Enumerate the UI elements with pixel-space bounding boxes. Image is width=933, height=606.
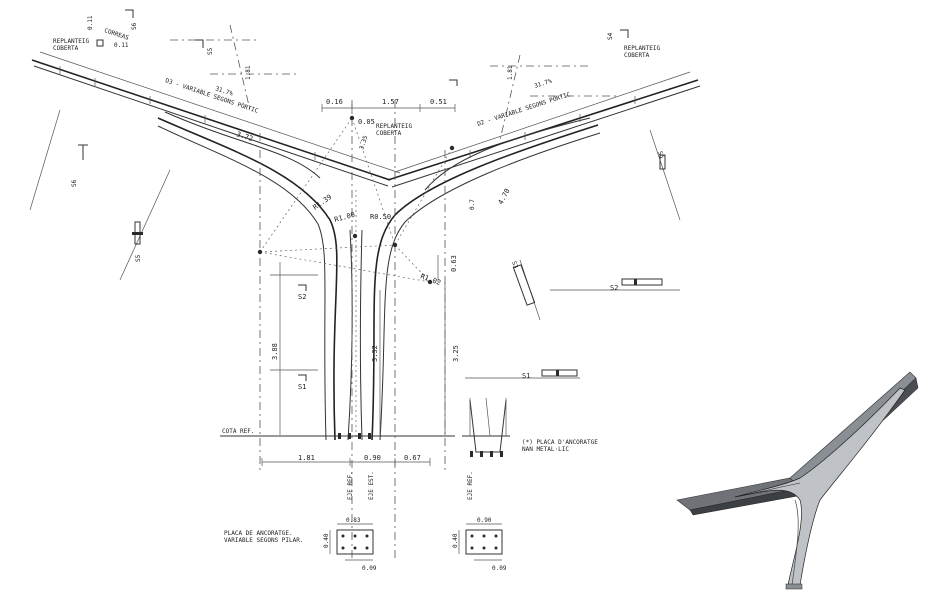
correas-label: CORREAS [103, 27, 130, 42]
plate1-width: 0.83 [346, 517, 361, 524]
anchor-plate-1 [329, 523, 374, 561]
dim-470: 4.70 [497, 187, 512, 206]
dim-063: 0.63 [450, 255, 458, 272]
dim-335: 3.35 [358, 134, 369, 150]
anchor-plate-2 [458, 523, 503, 561]
dim-181: 1.81 [298, 454, 315, 462]
r102: R1.02 [419, 272, 442, 287]
s6-left: S6 [71, 179, 78, 187]
coberta-center: COBERTA [376, 130, 402, 137]
rise-left: 1.81 [245, 65, 252, 80]
s4-top: S4 [607, 32, 614, 40]
section-markers [78, 9, 629, 381]
corr-011-b: 0.11 [114, 42, 129, 49]
placa-note-1: (*) PLACA D'ANCORATGE [522, 439, 598, 446]
s3-right: S3 [510, 260, 519, 270]
eje-ref-a: EJE REF. [347, 471, 354, 500]
placa-title-1: PLACA DE ANCORATGE. [224, 530, 293, 537]
section-profiles [96, 39, 666, 377]
purlin-ticks [59, 66, 636, 160]
dim-157: 1.57 [382, 98, 399, 106]
dim-005: 0.05 [358, 118, 375, 126]
s6-top: S6 [131, 22, 138, 30]
r050: R0.50 [370, 213, 391, 221]
s1-right: S1 [522, 372, 530, 380]
rise-right: 1.81 [507, 65, 514, 80]
cota-ref: COTA REF. [222, 428, 255, 435]
plate1-edge: 0.09 [362, 565, 377, 572]
plate2-height: 0.40 [452, 533, 459, 548]
dim-388: 3.88 [271, 343, 279, 360]
dim-332: 3.32 [371, 345, 379, 362]
dimension-lines [261, 104, 456, 466]
dim-090: 0.90 [364, 454, 381, 462]
plate1-height: 0.40 [323, 533, 330, 548]
d2-label: D2 - VARIABLE SEGONS PÒRTIC [476, 91, 571, 128]
dim-07: 0.7 [469, 199, 476, 210]
eje-ref-b: EJE REF. [467, 471, 474, 500]
replanteig-left: REPLANTEIG [53, 38, 90, 45]
dim-372: 3.72 [235, 130, 254, 143]
s5-top: S5 [207, 47, 214, 55]
construction-lines [29, 24, 681, 560]
corr-011-a: 0.11 [87, 15, 94, 30]
left-roof-arm [31, 51, 401, 441]
s1-mid: S1 [298, 383, 306, 391]
coberta-left: COBERTA [53, 45, 79, 52]
trunk [347, 190, 363, 441]
plate2-edge: 0.09 [492, 565, 507, 572]
eje-est: EJE EST. [368, 471, 375, 500]
dim-051: 0.51 [430, 98, 447, 106]
dim-325: 3.25 [452, 345, 460, 362]
base [220, 397, 510, 457]
slope-right: 31.7% [533, 78, 553, 90]
replanteig-center: REPLANTEIG [376, 123, 413, 130]
placa-note-2: NAN METAL·LIC [522, 446, 569, 453]
dim-016: 0.16 [326, 98, 343, 106]
replanteig-right: REPLANTEIG [624, 45, 661, 52]
r100: R1.00 [333, 211, 355, 224]
3d-render [676, 371, 919, 590]
plate2-width: 0.90 [477, 517, 492, 524]
coberta-right: COBERTA [624, 52, 650, 59]
s5-left: S5 [135, 254, 142, 262]
dim-067: 0.67 [404, 454, 421, 462]
s2-right: S2 [610, 284, 618, 292]
s2-mid: S2 [298, 293, 306, 301]
placa-title-2: VARIABLE SEGONS PILAR. [224, 537, 303, 544]
nodes [257, 115, 455, 285]
right-roof-arm [371, 71, 701, 441]
s5-right: S5 [656, 150, 665, 160]
labels: REPLANTEIG COBERTA CORREAS 0.11 0.11 S6 … [53, 15, 665, 572]
